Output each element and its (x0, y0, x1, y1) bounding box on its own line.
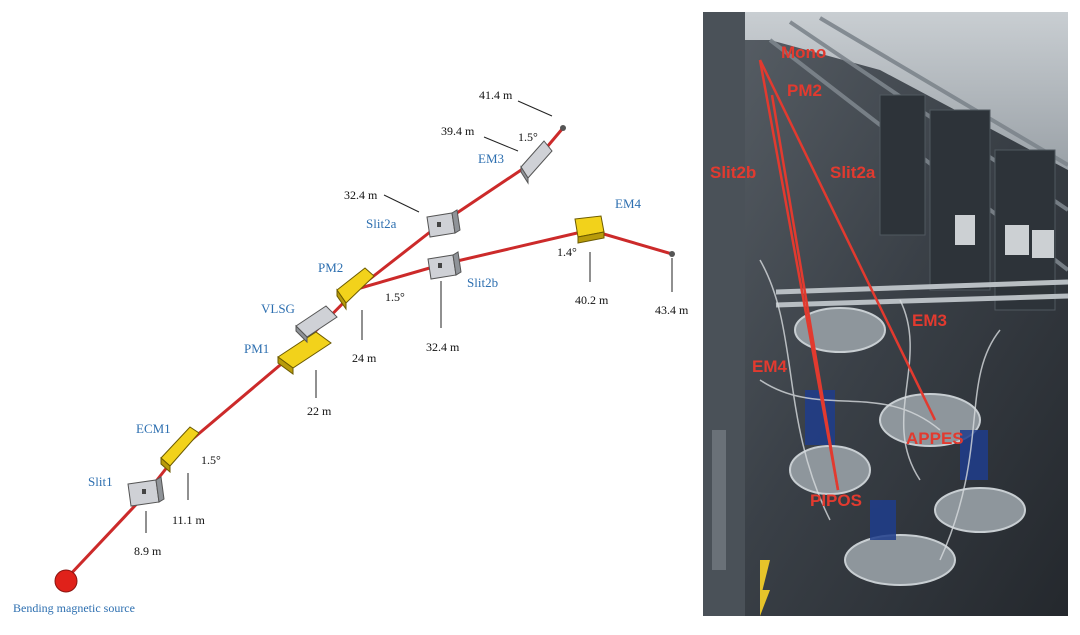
pm1-label: PM1 (244, 341, 269, 356)
ecm1-distance: 11.1 m (172, 513, 206, 527)
pm2-distance: 24 m (352, 351, 377, 365)
slit2b-component (427, 251, 462, 280)
slit2a-tick (383, 194, 420, 213)
source-label: Bending magnetic source (13, 601, 135, 615)
photo-label-em3: EM3 (912, 311, 947, 330)
em4-end-distance: 43.4 m (655, 303, 689, 317)
slit2a-component (426, 209, 461, 238)
em3-angle: 1.5° (518, 130, 538, 144)
pm2-angle: 1.5° (385, 290, 405, 304)
photo-label-appes: APPES (906, 429, 964, 448)
em4-endstation-icon (669, 251, 675, 257)
bending-magnet-source-icon (54, 569, 78, 593)
pm2-mirror (336, 267, 375, 311)
vlsg-grating (295, 305, 338, 344)
photo-label-slit2b: Slit2b (710, 163, 756, 182)
em3-distance: 39.4 m (441, 124, 475, 138)
pm2-label: PM2 (318, 260, 343, 275)
slit2a-distance: 32.4 m (344, 188, 378, 202)
beamline-photo: Mono PM2 Slit2b Slit2a EM3 EM4 APPES PIP… (703, 12, 1068, 616)
em3-label: EM3 (478, 151, 504, 166)
photo-label-pipos: PIPOS (810, 491, 862, 510)
em4-mirror (574, 215, 605, 244)
beamline-diagram: Bending magnetic source Slit1 8.9 m ECM1… (13, 88, 689, 615)
photo-beam-lines (758, 59, 937, 491)
ecm1-angle: 1.5° (201, 453, 221, 467)
photo-label-mono: Mono (781, 43, 826, 62)
em3-end-tick (517, 100, 553, 117)
ecm1-label: ECM1 (136, 421, 171, 436)
em4-distance: 40.2 m (575, 293, 609, 307)
em3-endstation-icon (560, 125, 566, 131)
em3-mirror (520, 140, 553, 185)
pm1-distance: 22 m (307, 404, 332, 418)
em3-end-distance: 41.4 m (479, 88, 513, 102)
em3-tick (483, 136, 519, 152)
em4-label: EM4 (615, 196, 642, 211)
ecm1-mirror (160, 426, 200, 474)
photo-label-pm2: PM2 (787, 81, 822, 100)
photo-label-slit2a: Slit2a (830, 163, 876, 182)
pm1-mirror (277, 331, 332, 375)
slit2a-label: Slit2a (366, 216, 397, 231)
vlsg-label: VLSG (261, 301, 295, 316)
slit1-label: Slit1 (88, 474, 113, 489)
em4-angle: 1.4° (557, 245, 577, 259)
slit2b-distance: 32.4 m (426, 340, 460, 354)
photo-label-em4: EM4 (752, 357, 788, 376)
slit1-distance: 8.9 m (134, 544, 162, 558)
slit1-component (127, 476, 165, 507)
slit2b-label: Slit2b (467, 275, 498, 290)
